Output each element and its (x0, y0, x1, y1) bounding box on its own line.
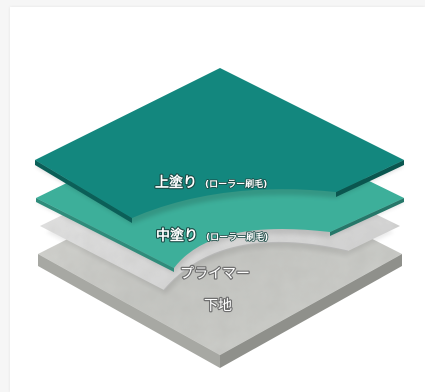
primer-label: プライマー (180, 266, 250, 282)
top-coat-label: 上塗り (155, 174, 197, 191)
middle-coat-label: 中塗り (156, 227, 198, 244)
top-coat-surface (35, 68, 404, 218)
top-coat-edge (35, 160, 132, 223)
substrate-label: 下地 (204, 298, 232, 314)
top-coat-layer (35, 68, 404, 224)
substrate-left-face (38, 254, 220, 368)
top-coat-note: (ローラー刷毛) (205, 178, 267, 190)
substrate-right-face (220, 254, 402, 368)
middle-coat-note: (ローラー刷毛) (206, 231, 268, 243)
middle-coat-edge (36, 198, 174, 272)
